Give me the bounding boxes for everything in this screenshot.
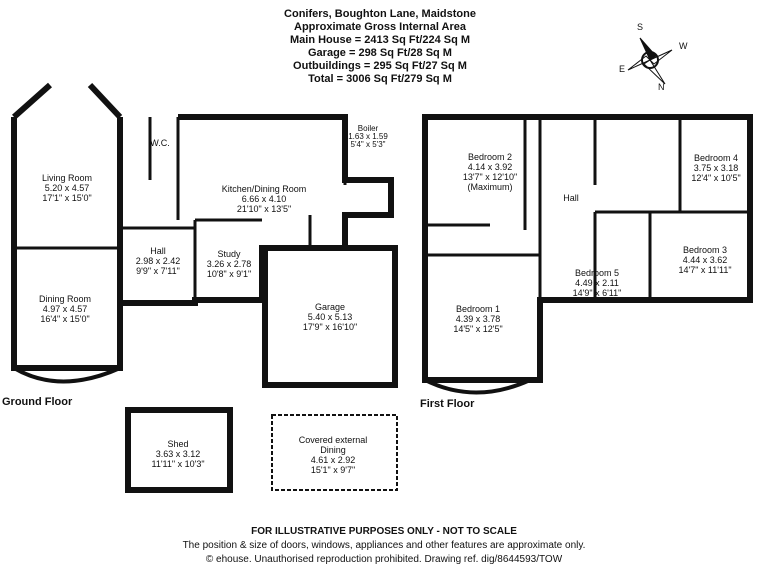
- plan-title: Conifers, Boughton Lane, Maidstone: [284, 8, 476, 20]
- disclaimer: FOR ILLUSTRATIVE PURPOSES ONLY - NOT TO …: [251, 526, 517, 537]
- total-area: Total = 3006 Sq Ft/279 Sq M: [308, 73, 452, 85]
- compass-s: S: [637, 22, 644, 32]
- dining-room-bay: [12, 366, 121, 384]
- shed-walls: [125, 407, 233, 493]
- room-wc: W.C.: [150, 138, 170, 148]
- living-room-bay: [12, 82, 123, 303]
- footer: FOR ILLUSTRATIVE PURPOSES ONLY - NOT TO …: [0, 525, 768, 567]
- compass-w: W: [679, 41, 688, 51]
- compass-n: N: [658, 82, 665, 92]
- outbuildings-area: Outbuildings = 295 Sq Ft/27 Sq M: [293, 60, 467, 72]
- bedroom-1-bay: [424, 378, 531, 395]
- ground-floor-label: Ground Floor: [2, 396, 73, 408]
- covered-dining-outline: [271, 414, 398, 491]
- copyright: © ehouse. Unauthorised reproduction proh…: [205, 554, 563, 565]
- main-house-area: Main House = 2413 Sq Ft/224 Sq M: [289, 34, 471, 46]
- compass-e: E: [619, 64, 626, 74]
- header: Conifers, Boughton Lane, Maidstone Appro…: [250, 8, 510, 86]
- compass-icon: [627, 37, 673, 85]
- first-floor-label: First Floor: [420, 398, 475, 410]
- room-hall-first: Hall: [563, 193, 579, 203]
- garage-walls: [262, 245, 398, 388]
- area-subtitle: Approximate Gross Internal Area: [294, 21, 466, 33]
- garage-area: Garage = 298 Sq Ft/28 Sq M: [308, 47, 452, 59]
- features-note: The position & size of doors, windows, a…: [182, 540, 586, 551]
